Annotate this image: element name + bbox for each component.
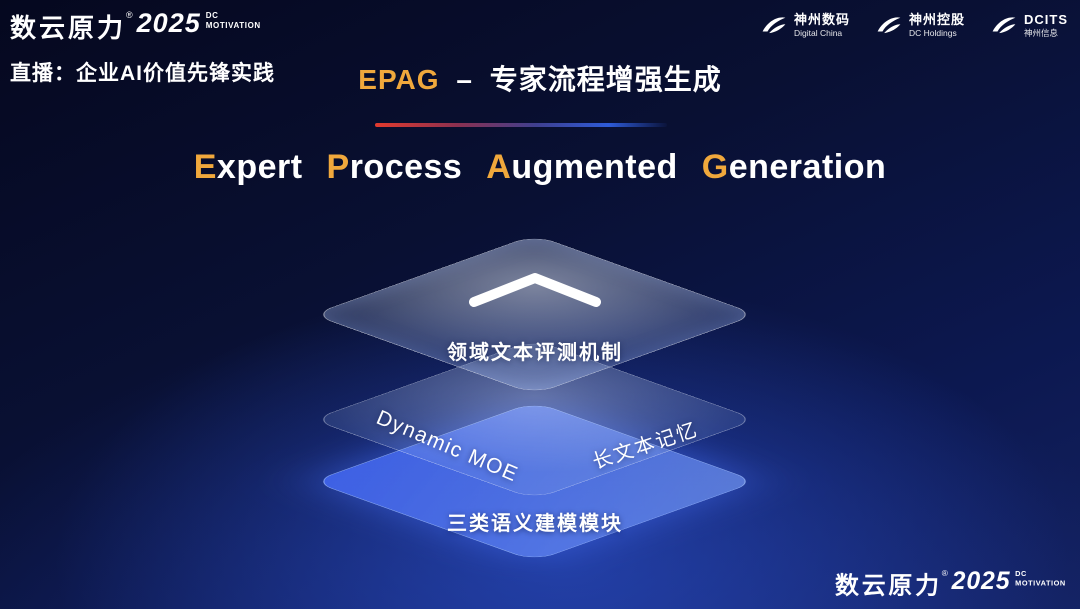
- subtitle-initial: A: [486, 148, 512, 186]
- title-separator: –: [456, 64, 473, 95]
- subtitle-word-generation: Generation: [702, 148, 887, 186]
- subtitle-initial: G: [701, 148, 729, 186]
- title-divider: [375, 123, 667, 127]
- subtitle-word-augmented: Augmented: [486, 148, 678, 186]
- logo-name: 神州数码: [793, 12, 850, 28]
- top-layer-label: 领域文本评测机制: [447, 342, 623, 364]
- dcits-swoosh-icon: [991, 12, 1017, 38]
- subtitle-initial: E: [193, 148, 217, 186]
- subtitle-word-process: Process: [327, 148, 463, 186]
- brand-year: 2025: [951, 566, 1011, 595]
- title-highlight: EPAG: [358, 64, 440, 95]
- logo-text: 神州数码 Digital China: [794, 12, 850, 38]
- logo-name: DCITS: [1024, 12, 1068, 28]
- brand-tagline-motivation: MOTIVATION: [205, 20, 261, 30]
- footer-brand-logo: 数云原力 ® 2025 DC MOTIVATION: [835, 567, 1066, 601]
- registered-mark: ®: [942, 568, 949, 578]
- brand-name: 数云原力: [835, 571, 943, 600]
- subtitle-rest: eneration: [728, 148, 887, 186]
- logo-dc-holdings: 神州控股 DC Holdings: [876, 12, 965, 38]
- subtitle-rest: ugmented: [511, 148, 678, 186]
- logo-text: 神州控股 DC Holdings: [909, 12, 965, 38]
- logo-subtitle: Digital China: [793, 27, 843, 38]
- subtitle-rest: rocess: [349, 148, 463, 186]
- logo-subtitle: 神州信息: [1024, 27, 1059, 38]
- chevron-up-icon: [460, 266, 610, 317]
- page-title: EPAG – 专家流程增强生成: [0, 58, 1080, 98]
- logo-dcits: DCITS 神州信息: [991, 12, 1068, 38]
- subtitle-initial: P: [326, 148, 350, 186]
- logo-name: 神州控股: [908, 12, 965, 28]
- brand-tagline: DC MOTIVATION: [1015, 570, 1066, 588]
- title-rest: 专家流程增强生成: [489, 64, 722, 95]
- brand-tagline-dc: DC: [205, 11, 219, 20]
- logo-text: DCITS 神州信息: [1024, 12, 1068, 38]
- dc-holdings-swoosh-icon: [876, 12, 902, 38]
- subtitle-rest: xpert: [216, 148, 303, 186]
- brand-tagline-motivation: MOTIVATION: [1015, 578, 1066, 587]
- brand-year: 2025: [136, 8, 201, 38]
- digital-china-swoosh-icon: [761, 12, 787, 38]
- logo-digital-china: 神州数码 Digital China: [761, 12, 850, 38]
- brand-logo: 数云原力 ® 2025 DC MOTIVATION: [10, 8, 261, 45]
- subtitle: Expert Process Augmented Generation: [0, 148, 1080, 187]
- brand-name: 数云原力: [10, 13, 127, 43]
- bottom-layer-label: 三类语义建模模块: [447, 513, 623, 535]
- registered-mark: ®: [126, 10, 133, 20]
- live-stream-label: 直播：企业AI价值先锋实践: [10, 62, 275, 85]
- company-logos: 神州数码 Digital China 神州控股 DC Holdings DCIT…: [761, 12, 1068, 38]
- brand-tagline: DC MOTIVATION: [206, 11, 261, 30]
- subtitle-word-expert: Expert: [194, 148, 303, 186]
- brand-tagline-dc: DC: [1015, 569, 1028, 578]
- logo-subtitle: DC Holdings: [908, 27, 957, 38]
